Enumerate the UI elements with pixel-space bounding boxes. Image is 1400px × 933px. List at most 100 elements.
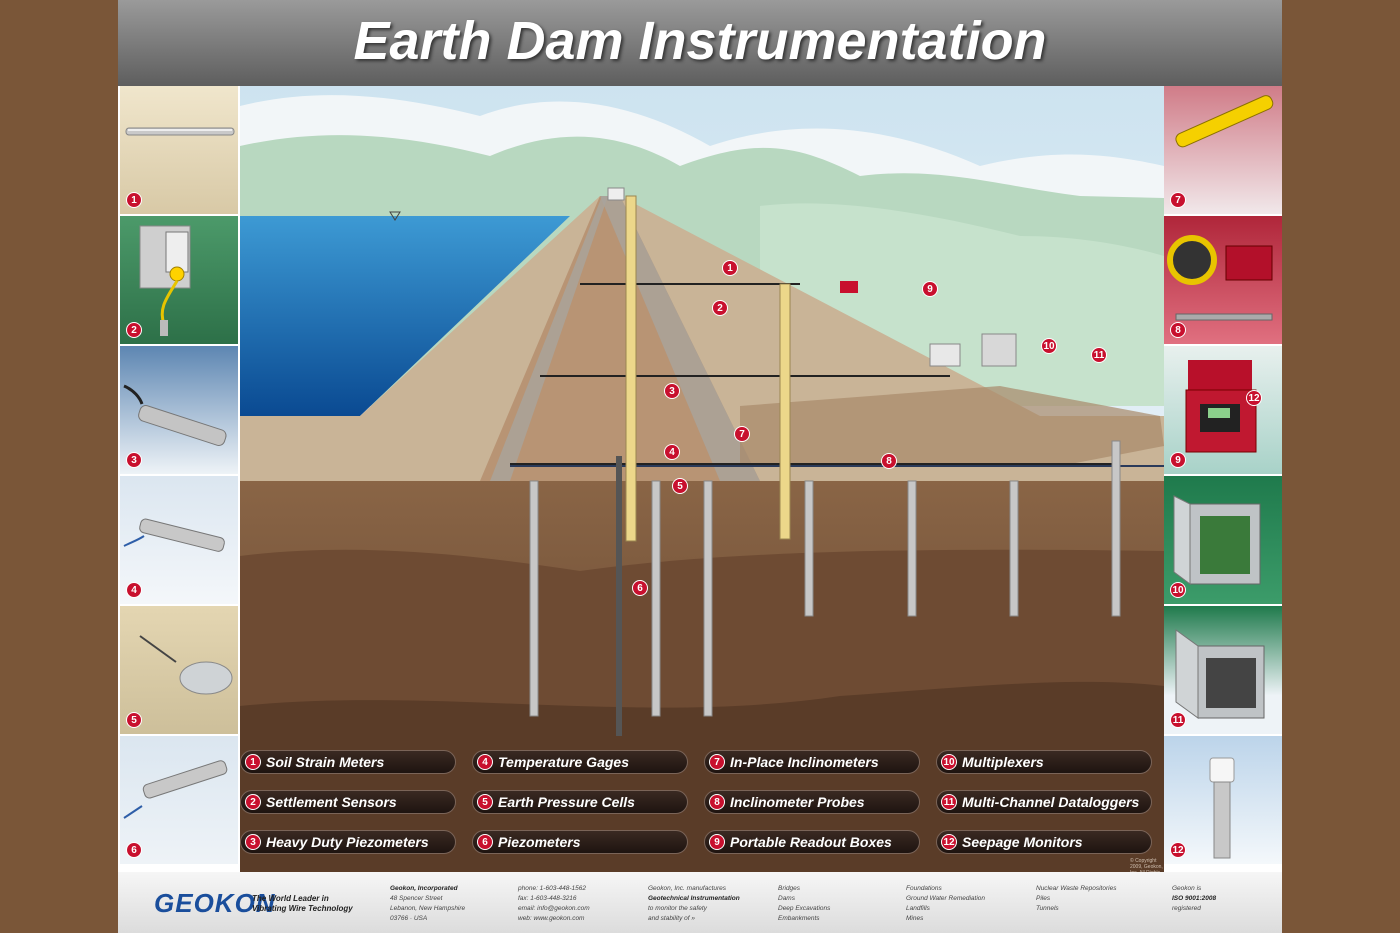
application-item: Bridges bbox=[778, 885, 801, 892]
iso-line: ISO 9001:2008 bbox=[1172, 895, 1217, 902]
legend-item-seepage-monitors[interactable]: 12 Seepage Monitors bbox=[936, 830, 1152, 854]
tile-portable-readout-box[interactable]: 9 bbox=[1164, 346, 1282, 474]
diagram-marker-1: 1 bbox=[722, 260, 738, 276]
legend-item-portable-readout-boxes[interactable]: 9 Portable Readout Boxes bbox=[704, 830, 920, 854]
legend-item-piezometers[interactable]: 6 Piezometers bbox=[472, 830, 688, 854]
tile-number-badge: 8 bbox=[1170, 322, 1186, 338]
application-item: Foundations bbox=[906, 885, 942, 892]
temperature-gage-image-icon bbox=[123, 518, 225, 552]
tile-number-badge: 6 bbox=[126, 842, 142, 858]
diagram-marker-11: 11 bbox=[1091, 347, 1107, 363]
tagline: The World Leader in Vibrating Wire Techn… bbox=[252, 894, 353, 913]
tile-inclinometer-probe[interactable]: 8 bbox=[1164, 216, 1282, 344]
settlement-sensor-image-icon bbox=[139, 225, 191, 336]
geokon-logo[interactable]: GEOKON bbox=[154, 888, 276, 918]
soil-strain-meter-image-icon bbox=[125, 127, 235, 136]
tile-soil-strain-meter[interactable]: 1 bbox=[120, 86, 238, 214]
legend-item-in-place-inclinometers[interactable]: 7 In-Place Inclinometers bbox=[704, 750, 920, 774]
legend-number: 2 bbox=[245, 794, 261, 810]
tile-in-place-inclinometer[interactable]: 7 bbox=[1164, 86, 1282, 214]
diagram-marker-2: 2 bbox=[712, 300, 728, 316]
legend-label: Temperature Gages bbox=[498, 754, 629, 770]
application-item: Embankments bbox=[778, 915, 820, 922]
diagram-marker-4: 4 bbox=[664, 444, 680, 460]
legend-number: 4 bbox=[477, 754, 493, 770]
legend-label: Heavy Duty Piezometers bbox=[266, 834, 429, 850]
diagram-marker-8: 8 bbox=[881, 453, 897, 469]
legend-number: 6 bbox=[477, 834, 493, 850]
application-item: Nuclear Waste Repositories bbox=[1036, 885, 1117, 892]
in-place-inclinometer-image-icon bbox=[1175, 95, 1274, 148]
earth-pressure-cell-image-icon bbox=[139, 635, 233, 695]
tile-number-badge: 3 bbox=[126, 452, 142, 468]
blurb-line: Geotechnical Instrumentation bbox=[648, 895, 740, 902]
legend-item-multi-channel-dataloggers[interactable]: 11 Multi-Channel Dataloggers bbox=[936, 790, 1152, 814]
tile-multi-channel-datalogger[interactable]: 11 bbox=[1164, 606, 1282, 734]
legend-number: 12 bbox=[941, 834, 957, 850]
legend-item-earth-pressure-cells[interactable]: 5 Earth Pressure Cells bbox=[472, 790, 688, 814]
legend-item-settlement-sensors[interactable]: 2 Settlement Sensors bbox=[240, 790, 456, 814]
iso-line: Geokon is bbox=[1172, 885, 1202, 892]
heavy-duty-piezometer-image-icon bbox=[123, 384, 227, 446]
inclinometer-probe-image-icon bbox=[1167, 235, 1273, 321]
legend-label: Settlement Sensors bbox=[266, 794, 397, 810]
web-link[interactable]: web: www.geokon.com bbox=[518, 915, 585, 922]
tile-number-badge: 4 bbox=[126, 582, 142, 598]
legend-label: Earth Pressure Cells bbox=[498, 794, 635, 810]
footer-applications-3: Nuclear Waste Repositories Piles Tunnels bbox=[1036, 884, 1116, 914]
legend-label: Multi-Channel Dataloggers bbox=[962, 794, 1140, 810]
legend-label: Soil Strain Meters bbox=[266, 754, 385, 770]
multi-channel-datalogger-image-icon bbox=[1175, 629, 1265, 719]
application-item: Piles bbox=[1036, 895, 1051, 902]
company-name: Geokon, Incorporated bbox=[390, 885, 458, 892]
legend-label: Portable Readout Boxes bbox=[730, 834, 892, 850]
legend-item-multiplexers[interactable]: 10 Multiplexers bbox=[936, 750, 1152, 774]
legend-item-temperature-gages[interactable]: 4 Temperature Gages bbox=[472, 750, 688, 774]
iso-line: registered bbox=[1172, 905, 1201, 912]
tile-temperature-gage[interactable]: 4 bbox=[120, 476, 238, 604]
tile-number-badge: 7 bbox=[1170, 192, 1186, 208]
title-bar: Earth Dam Instrumentation bbox=[118, 0, 1282, 86]
email-link[interactable]: email: info@geokon.com bbox=[518, 905, 590, 912]
tile-earth-pressure-cell[interactable]: 5 bbox=[120, 606, 238, 734]
blurb-line: to monitor the safety bbox=[648, 905, 707, 912]
tile-heavy-duty-piezometer[interactable]: 3 bbox=[120, 346, 238, 474]
tile-settlement-sensor[interactable]: 2 bbox=[120, 216, 238, 344]
legend-number: 5 bbox=[477, 794, 493, 810]
legend-label: Inclinometer Probes bbox=[730, 794, 865, 810]
legend-label: Multiplexers bbox=[962, 754, 1044, 770]
diagram-marker-5: 5 bbox=[672, 478, 688, 494]
legend-item-soil-strain-meters[interactable]: 1 Soil Strain Meters bbox=[240, 750, 456, 774]
right-product-column: 7 8 9 10 bbox=[1164, 86, 1282, 872]
application-item: Ground Water Remediation bbox=[906, 895, 986, 902]
tile-number-badge: 11 bbox=[1170, 712, 1186, 728]
diagram-marker-12: 12 bbox=[1246, 390, 1262, 406]
application-item: Deep Excavations bbox=[778, 905, 831, 912]
legend-number: 7 bbox=[709, 754, 725, 770]
legend-number: 10 bbox=[941, 754, 957, 770]
tile-number-badge: 2 bbox=[126, 322, 142, 338]
footer-blurb: Geokon, Inc. manufactures Geotechnical I… bbox=[648, 884, 740, 924]
fax: fax: 1-603-448-3216 bbox=[518, 895, 577, 902]
legend-label: Seepage Monitors bbox=[962, 834, 1083, 850]
left-product-column: 1 2 3 4 bbox=[120, 86, 238, 872]
legend-item-heavy-duty-piezometers[interactable]: 3 Heavy Duty Piezometers bbox=[240, 830, 456, 854]
tile-number-badge: 5 bbox=[126, 712, 142, 728]
city: Lebanon, New Hampshire bbox=[390, 905, 466, 912]
footer-iso: Geokon is ISO 9001:2008 registered bbox=[1172, 884, 1216, 914]
multiplexer-image-icon bbox=[1173, 495, 1261, 585]
footer-applications-2: Foundations Ground Water Remediation Lan… bbox=[906, 884, 985, 924]
street: 48 Spencer Street bbox=[390, 895, 443, 902]
zip: 03766 · USA bbox=[390, 915, 428, 922]
legend-item-inclinometer-probes[interactable]: 8 Inclinometer Probes bbox=[704, 790, 920, 814]
diagram-marker-9: 9 bbox=[922, 281, 938, 297]
tile-seepage-monitor[interactable]: 12 bbox=[1164, 736, 1282, 864]
footer-address: Geokon, Incorporated 48 Spencer Street L… bbox=[390, 884, 465, 924]
poster: Earth Dam Instrumentation 1 2 bbox=[118, 0, 1282, 933]
tile-multiplexer[interactable]: 10 bbox=[1164, 476, 1282, 604]
legend-number: 3 bbox=[245, 834, 261, 850]
diagram-marker-6: 6 bbox=[632, 580, 648, 596]
tile-number-badge: 12 bbox=[1170, 842, 1186, 858]
tile-piezometer[interactable]: 6 bbox=[120, 736, 238, 864]
legend-number: 11 bbox=[941, 794, 957, 810]
